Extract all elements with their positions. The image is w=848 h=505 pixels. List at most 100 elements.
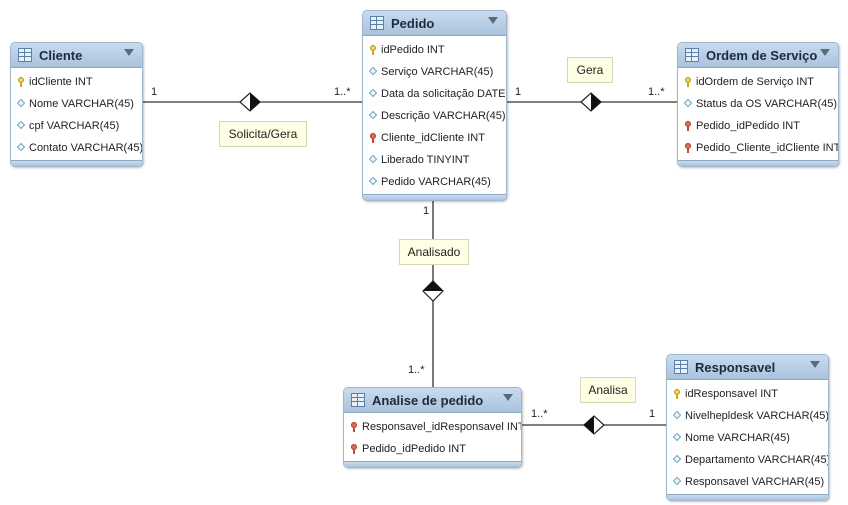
foreign-key-icon bbox=[369, 133, 377, 143]
column-label: Nome VARCHAR(45) bbox=[685, 432, 790, 444]
collapse-arrow-icon[interactable] bbox=[124, 49, 134, 56]
column-label: cpf VARCHAR(45) bbox=[29, 120, 120, 132]
column-label: Pedido_idPedido INT bbox=[362, 443, 466, 455]
column-label: Status da OS VARCHAR(45) bbox=[696, 98, 838, 110]
relationship-label-analisa[interactable]: Analisa bbox=[580, 377, 636, 403]
column-row[interactable]: Status da OS VARCHAR(45) bbox=[678, 93, 838, 115]
entity-header[interactable]: Ordem de Serviço bbox=[678, 43, 838, 68]
column-row[interactable]: Cliente_idCliente INT bbox=[363, 127, 506, 149]
collapse-arrow-icon[interactable] bbox=[810, 361, 820, 368]
column-label: Departamento VARCHAR(45) bbox=[685, 454, 829, 466]
column-label: Pedido_idPedido INT bbox=[696, 120, 800, 132]
column-label: Descrição VARCHAR(45) bbox=[381, 110, 506, 122]
column-icon bbox=[369, 155, 377, 165]
primary-key-icon bbox=[673, 389, 681, 399]
column-label: Serviço VARCHAR(45) bbox=[381, 66, 494, 78]
column-row[interactable]: Data da solicitação DATE bbox=[363, 83, 506, 105]
column-label: Pedido_Cliente_idCliente INT bbox=[696, 142, 839, 154]
column-icon bbox=[369, 67, 377, 77]
column-icon bbox=[673, 455, 681, 465]
entity-ordem-de-servico[interactable]: Ordem de Serviço idOrdem de Serviço INT S… bbox=[677, 42, 839, 167]
entity-title: Responsavel bbox=[695, 359, 776, 375]
column-icon bbox=[17, 121, 25, 131]
column-row[interactable]: Pedido_idPedido INT bbox=[344, 438, 521, 460]
column-icon bbox=[673, 411, 681, 421]
cardinality-responsavel-side: 1 bbox=[649, 408, 656, 420]
cardinality-ordem-side: 1..* bbox=[648, 86, 665, 98]
column-row[interactable]: Nome VARCHAR(45) bbox=[11, 93, 142, 115]
column-row[interactable]: idPedido INT bbox=[363, 39, 506, 61]
column-label: Liberado TINYINT bbox=[381, 154, 470, 166]
collapse-arrow-icon[interactable] bbox=[488, 17, 498, 24]
foreign-key-icon bbox=[684, 121, 692, 131]
entity-header[interactable]: Responsavel bbox=[667, 355, 828, 380]
relationship-label-gera[interactable]: Gera bbox=[567, 57, 613, 83]
cardinality-analise-analisa-side: 1..* bbox=[531, 408, 548, 420]
primary-key-icon bbox=[369, 45, 377, 55]
column-label: Data da solicitação DATE bbox=[381, 88, 506, 100]
entity-analise-de-pedido[interactable]: Analise de pedido Responsavel_idResponsa… bbox=[343, 387, 522, 468]
column-icon bbox=[17, 99, 25, 109]
table-icon bbox=[674, 360, 688, 374]
cardinality-pedido-gera-side: 1 bbox=[515, 86, 522, 98]
column-icon bbox=[369, 111, 377, 121]
column-row[interactable]: Liberado TINYINT bbox=[363, 149, 506, 171]
cardinality-pedido-analisado-side: 1 bbox=[423, 205, 430, 217]
column-label: Nivelhepldesk VARCHAR(45) bbox=[685, 410, 829, 422]
column-row[interactable]: idOrdem de Serviço INT bbox=[678, 71, 838, 93]
cardinality-cliente-side: 1 bbox=[151, 86, 158, 98]
column-label: idResponsavel INT bbox=[685, 388, 778, 400]
column-row[interactable]: idCliente INT bbox=[11, 71, 142, 93]
column-label: Pedido VARCHAR(45) bbox=[381, 176, 491, 188]
column-row[interactable]: Pedido_idPedido INT bbox=[678, 115, 838, 137]
column-row[interactable]: Pedido VARCHAR(45) bbox=[363, 171, 506, 193]
foreign-key-icon bbox=[350, 444, 358, 454]
table-icon bbox=[370, 16, 384, 30]
column-row[interactable]: Contato VARCHAR(45) bbox=[11, 137, 142, 159]
entity-pedido[interactable]: Pedido idPedido INT Serviço VARCHAR(45) Da… bbox=[362, 10, 507, 201]
column-icon bbox=[369, 89, 377, 99]
entity-cliente[interactable]: Cliente idCliente INT Nome VARCHAR(45) cpf… bbox=[10, 42, 143, 167]
entity-title: Ordem de Serviço bbox=[706, 47, 818, 63]
column-label: Contato VARCHAR(45) bbox=[29, 142, 143, 154]
column-row[interactable]: Nivelhepldesk VARCHAR(45) bbox=[667, 405, 828, 427]
column-row[interactable]: Responsavel VARCHAR(45) bbox=[667, 471, 828, 493]
collapse-arrow-icon[interactable] bbox=[503, 394, 513, 401]
cardinality-analise-side: 1..* bbox=[408, 364, 425, 376]
collapse-arrow-icon[interactable] bbox=[820, 49, 830, 56]
column-label: Responsavel VARCHAR(45) bbox=[685, 476, 825, 488]
column-label: idCliente INT bbox=[29, 76, 93, 88]
table-icon bbox=[685, 48, 699, 62]
entity-header[interactable]: Cliente bbox=[11, 43, 142, 68]
column-label: idOrdem de Serviço INT bbox=[696, 76, 814, 88]
relationship-label-analisado[interactable]: Analisado bbox=[399, 239, 469, 265]
entity-title: Pedido bbox=[391, 15, 435, 31]
primary-key-icon bbox=[17, 77, 25, 87]
entity-responsavel[interactable]: Responsavel idResponsavel INT Nivelheplde… bbox=[666, 354, 829, 501]
column-label: idPedido INT bbox=[381, 44, 445, 56]
column-row[interactable]: Departamento VARCHAR(45) bbox=[667, 449, 828, 471]
column-row[interactable]: idResponsavel INT bbox=[667, 383, 828, 405]
table-icon bbox=[18, 48, 32, 62]
primary-key-icon bbox=[684, 77, 692, 87]
cardinality-pedido-side: 1..* bbox=[334, 86, 351, 98]
relationship-label-solicita-gera[interactable]: Solicita/Gera bbox=[219, 121, 307, 147]
column-label: Responsavel_idResponsavel INT bbox=[362, 421, 522, 433]
entity-title: Analise de pedido bbox=[372, 392, 484, 408]
column-row[interactable]: Serviço VARCHAR(45) bbox=[363, 61, 506, 83]
column-row[interactable]: Nome VARCHAR(45) bbox=[667, 427, 828, 449]
table-icon bbox=[351, 393, 365, 407]
column-row[interactable]: Pedido_Cliente_idCliente INT bbox=[678, 137, 838, 159]
entity-title: Cliente bbox=[39, 47, 83, 63]
column-row[interactable]: cpf VARCHAR(45) bbox=[11, 115, 142, 137]
entity-header[interactable]: Pedido bbox=[363, 11, 506, 36]
column-icon bbox=[673, 433, 681, 443]
column-label: Nome VARCHAR(45) bbox=[29, 98, 134, 110]
foreign-key-icon bbox=[350, 422, 358, 432]
column-row[interactable]: Descrição VARCHAR(45) bbox=[363, 105, 506, 127]
column-icon bbox=[684, 99, 692, 109]
entity-header[interactable]: Analise de pedido bbox=[344, 388, 521, 413]
column-icon bbox=[673, 477, 681, 487]
column-row[interactable]: Responsavel_idResponsavel INT bbox=[344, 416, 521, 438]
